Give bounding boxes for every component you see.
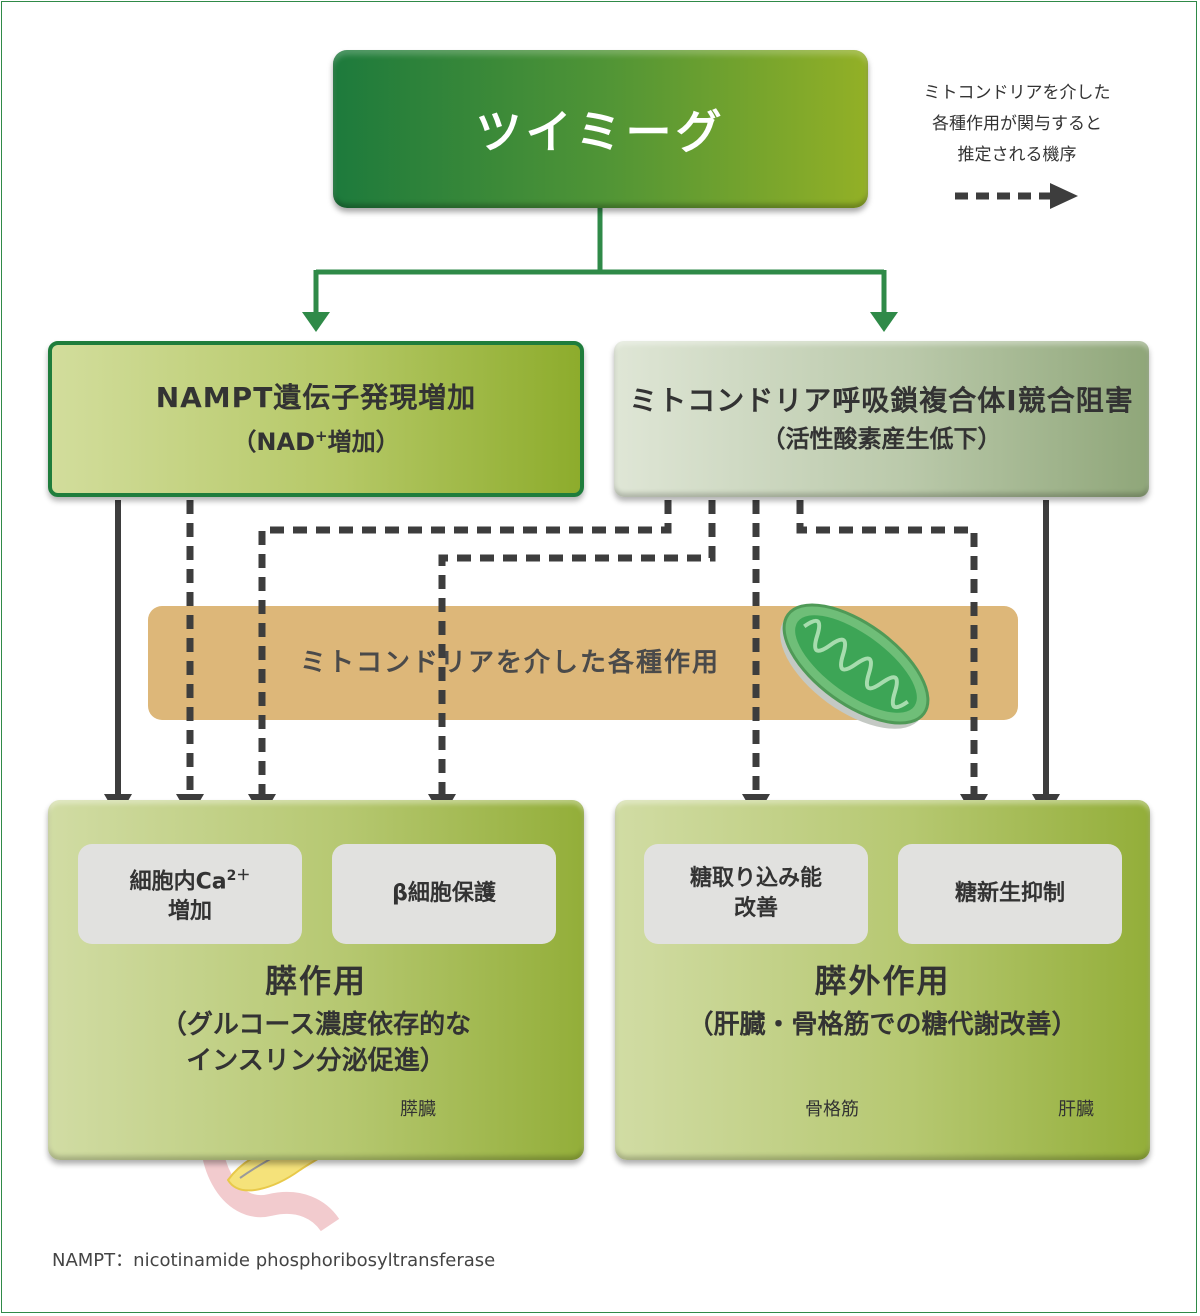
legend-line-3: 推定される機序	[957, 145, 1077, 165]
calcium-line-2: 増加	[167, 899, 212, 925]
gluconeogenesis-card: 糖新生抑制	[898, 844, 1122, 944]
nampt-main-label: NAMPT遺伝子発現増加	[155, 381, 477, 414]
pancreatic-title-block: 膵作用 （グルコース濃度依存的な インスリン分泌促進）	[48, 955, 584, 1079]
legend-dashed-arrow	[955, 183, 1078, 209]
legend-line-2: 各種作用が関与すると	[932, 114, 1102, 134]
nampt-sub-sup: +	[315, 427, 328, 445]
nampt-sub-post: 増加）	[327, 428, 400, 456]
nampt-expression-box: NAMPT遺伝子発現増加 （NAD+増加）	[48, 341, 584, 497]
band-label: ミトコンドリアを介した各種作用	[299, 648, 720, 678]
legend-description: ミトコンドリアを介した 各種作用が関与すると 推定される機序	[885, 78, 1149, 171]
dashed-path-mito-to-gluconeo	[796, 500, 978, 798]
beta-cell-label: β細胞保護	[392, 881, 496, 906]
uptake-line-2: 改善	[733, 896, 778, 921]
drug-name: ツイミーグ	[475, 105, 726, 159]
calcium-increase-card: 細胞内Ca2＋ 増加	[78, 844, 302, 944]
mito-main-label: ミトコンドリア呼吸鎖複合体Ⅰ競合阻害	[629, 384, 1134, 417]
uptake-line-1: 糖取り込み能	[689, 866, 822, 891]
pancreatic-desc-1: （グルコース濃度依存的な	[160, 1010, 472, 1040]
mito-sub-label: （活性酸素産生低下）	[761, 425, 1002, 453]
pancreas-label: 膵臓	[400, 1099, 436, 1120]
legend-line-1: ミトコンドリアを介した	[923, 83, 1111, 103]
tsuimiigu-box: ツイミーグ	[333, 50, 868, 208]
solid-arrow-right	[1032, 500, 1060, 818]
solid-arrow-left	[104, 500, 132, 818]
nampt-sub-pre: （NAD	[232, 428, 315, 456]
arrowhead-right-green	[870, 312, 898, 332]
beta-cell-protection-card: β細胞保護	[332, 844, 556, 944]
complex-i-inhibition-box: ミトコンドリア呼吸鎖複合体Ⅰ競合阻害 （活性酸素産生低下）	[614, 341, 1149, 497]
calcium-text: 細胞内Ca	[129, 869, 227, 895]
branch-connector	[313, 208, 887, 315]
glucose-uptake-card: 糖取り込み能 改善	[644, 844, 868, 944]
pancreatic-desc-2: インスリン分泌促進）	[186, 1046, 446, 1076]
extrapancreatic-title-block: 膵外作用 （肝臓・骨格筋での糖代謝改善）	[615, 955, 1150, 1043]
pancreatic-title: 膵作用	[264, 962, 367, 1000]
extrapancreatic-title: 膵外作用	[814, 962, 951, 1000]
mitochondrion-icon	[780, 603, 930, 729]
calcium-sup: 2＋	[226, 867, 251, 884]
dashed-path-mito-to-ca	[258, 500, 672, 798]
arrowhead-left-green	[302, 312, 330, 332]
muscle-label: 骨格筋	[805, 1099, 859, 1120]
extrapancreatic-desc: （肝臓・骨格筋での糖代謝改善）	[687, 1010, 1078, 1040]
liver-label: 肝臓	[1058, 1099, 1094, 1120]
dashed-path-mito-to-beta	[438, 500, 716, 798]
gluconeogenesis-label: 糖新生抑制	[954, 881, 1065, 906]
calcium-line-1: 細胞内Ca2＋	[130, 861, 251, 897]
nampt-sub-label: （NAD+増加）	[232, 418, 399, 460]
footnote: NAMPT：nicotinamide phosphoribosyltransfe…	[52, 1250, 496, 1271]
